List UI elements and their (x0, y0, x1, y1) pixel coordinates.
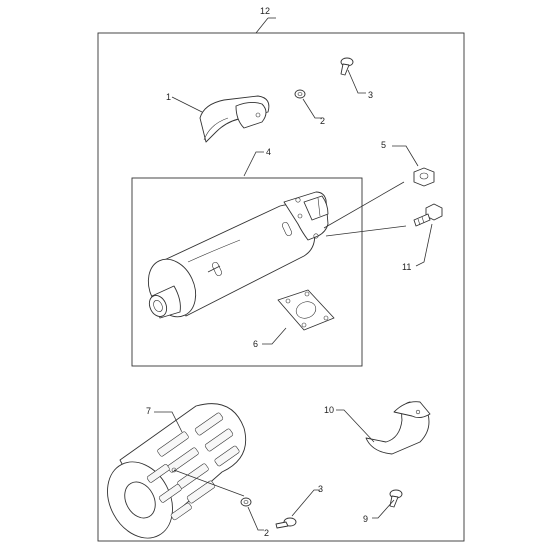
label-12: 12 (260, 6, 270, 16)
label-2-top: 2 (320, 116, 325, 126)
muffler-assembly-frame (131, 177, 363, 367)
part-3-screw-top: 3 (340, 57, 373, 100)
label-6: 6 (253, 339, 258, 349)
part-6-gasket: 6 (253, 289, 335, 349)
label-3-top: 3 (368, 90, 373, 100)
label-1: 1 (166, 92, 171, 102)
callout-12: 12 (255, 6, 276, 34)
label-10: 10 (324, 405, 334, 415)
part-2-washer-top: 2 (294, 89, 325, 126)
part-4-muffler: 4 (147, 147, 329, 319)
assembly-line-bolt (325, 225, 407, 237)
label-5: 5 (381, 140, 386, 150)
kit-frame (97, 32, 465, 542)
part-2-washer-bottom: 2 (240, 497, 269, 538)
label-4: 4 (266, 147, 271, 157)
part-9-screw: 9 (363, 489, 403, 524)
part-11-bolt: 11 (402, 203, 443, 272)
label-2-bottom: 2 (264, 528, 269, 538)
label-3-bottom: 3 (318, 484, 323, 494)
guard-slots (146, 412, 240, 521)
part-5-nut: 5 (381, 140, 435, 187)
part-10-bracket-bottom: 10 (324, 401, 431, 455)
part-3-screw-bottom: 3 (275, 484, 323, 529)
label-7: 7 (146, 406, 151, 416)
assembly-line-nut (323, 181, 405, 229)
part-1-bracket: 1 (166, 92, 270, 143)
label-11: 11 (402, 262, 411, 272)
label-9: 9 (363, 514, 368, 524)
part-7-muffler-guard: 7 (107, 403, 247, 539)
